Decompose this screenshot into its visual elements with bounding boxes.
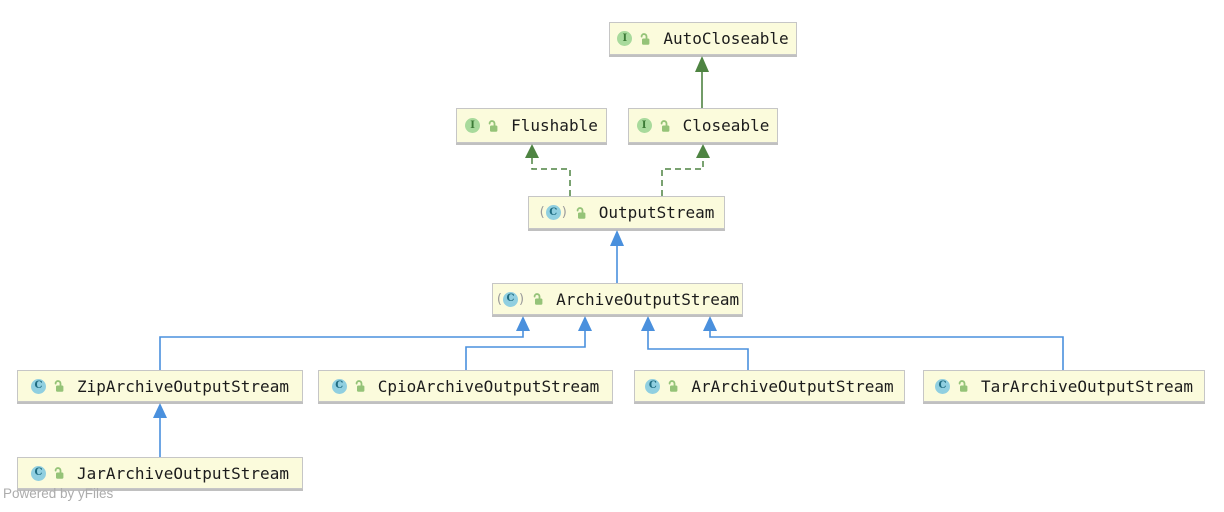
node-ararchiveoutputstream[interactable]: C ArArchiveOutputStream: [634, 370, 905, 402]
edge-zip-extends-archiveoutputstream[interactable]: [159, 316, 530, 370]
edge-tar-extends-archiveoutputstream[interactable]: [703, 316, 1064, 370]
node-outputstream[interactable]: ( C ) OutputStream: [528, 196, 725, 229]
interface-icon: I: [617, 31, 633, 46]
unlocked-icon: [637, 32, 651, 46]
edge-jar-extends-zip[interactable]: [153, 403, 167, 457]
node-autocloseable[interactable]: I AutoCloseable: [609, 22, 797, 55]
library-paren-close: ): [518, 291, 525, 307]
unlocked-icon: [51, 466, 65, 480]
unlocked-icon: [955, 379, 969, 393]
unlocked-icon: [573, 206, 587, 220]
edge-closeable-extends-autocloseable[interactable]: [695, 56, 709, 108]
node-cpioarchiveoutputstream[interactable]: C CpioArchiveOutputStream: [318, 370, 613, 402]
class-name-label: OutputStream: [598, 203, 715, 222]
edge-archiveoutputstream-extends-outputstream[interactable]: [610, 230, 624, 283]
node-tararchiveoutputstream[interactable]: C TarArchiveOutputStream: [923, 370, 1205, 402]
class-name-label: ArArchiveOutputStream: [691, 376, 894, 396]
edge-outputstream-implements-flushable[interactable]: [525, 144, 571, 196]
node-jararchiveoutputstream[interactable]: C JarArchiveOutputStream: [17, 457, 303, 489]
class-icon: C: [31, 378, 47, 394]
class-icon: C: [545, 205, 561, 220]
unlocked-icon: [530, 292, 544, 306]
class-name-label: ArchiveOutputStream: [556, 289, 740, 309]
interface-icon: I: [465, 118, 481, 133]
class-icon: C: [331, 378, 347, 394]
unlocked-icon: [657, 119, 671, 133]
node-ziparchiveoutputstream[interactable]: C ZipArchiveOutputStream: [17, 370, 303, 402]
class-name-label: AutoCloseable: [663, 29, 789, 48]
class-icon: C: [31, 465, 47, 481]
unlocked-icon: [485, 119, 499, 133]
class-name-label: TarArchiveOutputStream: [981, 376, 1193, 396]
unlocked-icon: [665, 379, 679, 393]
unlocked-icon: [352, 379, 366, 393]
node-closeable[interactable]: I Closeable: [628, 108, 778, 143]
class-name-label: Flushable: [511, 116, 598, 135]
class-icon: C: [935, 378, 951, 394]
yfiles-watermark: Powered by yFiles: [3, 486, 114, 501]
class-name-label: Closeable: [682, 116, 770, 135]
class-name-label: JarArchiveOutputStream: [77, 463, 289, 483]
node-archiveoutputstream[interactable]: ( C ) ArchiveOutputStream: [492, 283, 743, 315]
class-name-label: CpioArchiveOutputStream: [377, 376, 600, 396]
library-paren-close: ): [561, 205, 567, 220]
edge-ar-extends-archiveoutputstream[interactable]: [641, 316, 749, 370]
edge-outputstream-implements-closeable[interactable]: [661, 144, 710, 196]
library-paren-open: (: [539, 205, 545, 220]
interface-icon: I: [636, 118, 652, 133]
class-icon: C: [645, 378, 661, 394]
library-paren-open: (: [496, 291, 502, 307]
unlocked-icon: [51, 379, 65, 393]
class-icon: C: [502, 291, 518, 307]
node-flushable[interactable]: I Flushable: [456, 108, 607, 143]
edge-cpio-extends-archiveoutputstream[interactable]: [465, 316, 592, 370]
class-name-label: ZipArchiveOutputStream: [77, 376, 289, 396]
